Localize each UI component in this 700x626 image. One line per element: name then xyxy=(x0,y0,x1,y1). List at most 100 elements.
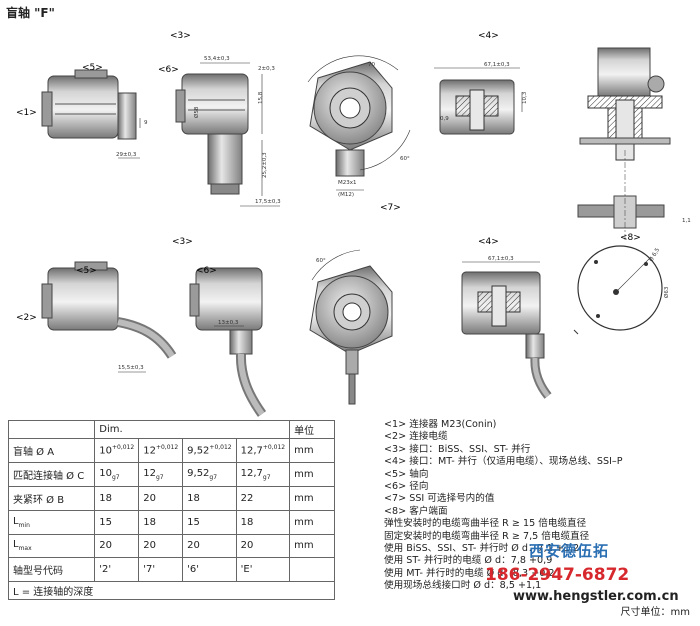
table-cell: '7' xyxy=(138,557,184,583)
dim-53-4: 53,4±0,3 xyxy=(204,56,230,62)
table-unit-cell: mm xyxy=(289,438,335,463)
dim-0-9: 0,9 xyxy=(440,116,449,122)
note-item: <6> 径向 xyxy=(384,481,429,493)
note-item: 弹性安装时的电缆弯曲半径 R ≥ 15 倍电缆直径 xyxy=(384,518,587,530)
encoder-front-cable-view xyxy=(309,249,393,405)
technical-drawings: <5> <1> <6> <3> <4> <7> <3> <4> <5> <6> … xyxy=(16,31,691,417)
note-item: 使用 MT- 并行时的电缆 Ø d：8,3 +0,2 xyxy=(384,567,555,579)
note-item: <8> 客户端面 xyxy=(384,505,448,517)
note-item: <2> 连接电缆 xyxy=(384,431,448,443)
dim-58: Ø58 xyxy=(193,106,200,118)
note-item: <1> 连接器 M23(Conin) xyxy=(384,419,497,430)
table-cell: 18 xyxy=(94,485,140,511)
dim-67-1-top: 67,1±0,3 xyxy=(484,62,510,68)
table-cell: 10+0,012 xyxy=(94,438,140,463)
view-label-3-bottom: <3> xyxy=(172,237,193,247)
view-label-5-top: <5> xyxy=(82,63,103,73)
unit-line: 尺寸单位：mm xyxy=(620,607,690,618)
table-header-unit: 单位 xyxy=(289,420,335,439)
table-cell: '6' xyxy=(182,557,237,583)
dim-6-5: Ø 6,5 xyxy=(648,246,662,263)
table-cell: 12g7 xyxy=(138,461,184,487)
table-cell: 18 xyxy=(138,509,184,535)
dim-1-1: 1,1 xyxy=(682,218,691,224)
table-cell: 20 xyxy=(138,533,184,559)
encoder-section-view-top xyxy=(434,67,523,135)
row-label: 匹配连接轴 Ø C xyxy=(7,461,96,487)
dim-67-1-bottom: 67,1±0,3 xyxy=(488,256,514,262)
dim-15-5: 15,5±0,3 xyxy=(118,365,144,371)
dim-15-8: 15,8 xyxy=(258,91,264,104)
table-unit-cell: mm xyxy=(289,485,335,511)
encoder-axial-top-view xyxy=(41,69,141,159)
view-label-8: <8> xyxy=(620,233,641,243)
dim-63: Ø63 xyxy=(663,286,670,298)
encoder-radial-top-view xyxy=(175,62,280,207)
table-cell: 20 xyxy=(182,533,237,559)
row-label: 轴型号代码 xyxy=(7,557,96,583)
table-unit-cell: mm xyxy=(289,509,335,535)
encoder-radial-cable-view xyxy=(189,267,267,417)
dim-17-5: 17,5±0,3 xyxy=(255,199,281,205)
row-label: Lmin xyxy=(7,509,96,535)
view-label-6-bottom: <6> xyxy=(196,266,217,276)
table-cell: 22 xyxy=(235,485,291,511)
note-item: <3> 接口：BiSS、SSI、ST- 并行 xyxy=(384,443,531,455)
view-label-4-bottom: <4> xyxy=(478,237,499,247)
view-label-7: <7> xyxy=(380,203,401,213)
table-cell: 15 xyxy=(182,509,237,535)
table-cell: 9,52+0,012 xyxy=(182,438,237,463)
table-cell: 20 xyxy=(94,533,140,559)
dim-m23: M23x1 xyxy=(338,180,357,186)
view-label-5-bottom: <5> xyxy=(76,266,97,276)
note-item: 使用 BiSS、SSI、ST- 并行时 Ø d：7,1 +1,2 xyxy=(384,543,580,555)
dim-10-3: 10,3 xyxy=(522,91,528,104)
table-cell: 12,7g7 xyxy=(235,461,291,487)
encoder-mounted-section xyxy=(577,47,671,240)
table-unit-cell xyxy=(289,557,335,583)
table-cell: '2' xyxy=(94,557,140,583)
table-header-dim: Dim. xyxy=(94,420,291,439)
table-footer-row: L = 连接轴的深度 xyxy=(8,581,335,600)
table-row: 轴型号代码'2''7''6''E' xyxy=(7,557,335,583)
page-title: 盲轴 "F" xyxy=(6,6,55,20)
view-label-4-top: <4> xyxy=(478,31,499,41)
dim-9: 9 xyxy=(144,120,148,126)
dim-13: 13±0,3 xyxy=(218,320,239,326)
dim-25-2: 25,2±0,3 xyxy=(262,152,268,178)
view-label-6-top: <6> xyxy=(158,65,179,75)
encoder-axial-cable-view xyxy=(41,261,177,373)
table-unit-cell: mm xyxy=(289,461,335,487)
encoder-section-cable-view xyxy=(461,261,552,399)
row-label: 盲轴 Ø A xyxy=(7,438,96,463)
note-item: <7> SSI 可选择号内的值 xyxy=(384,493,495,505)
table-cell: 10g7 xyxy=(94,461,140,487)
dim-60-bottom: 60° xyxy=(316,258,326,264)
view-label-3-top: <3> xyxy=(170,31,191,41)
table-cell: 18 xyxy=(235,509,291,535)
table-cell: 12,7+0,012 xyxy=(235,438,291,463)
note-item: 使用 ST- 并行时的电缆 Ø d：7,8 +0,9 xyxy=(384,555,553,567)
table-cell: 20 xyxy=(235,533,291,559)
note-item: <5> 轴向 xyxy=(384,468,429,480)
customer-face-view xyxy=(573,245,663,335)
table-cell: 'E' xyxy=(235,557,291,583)
dim-29: 29±0,3 xyxy=(116,152,137,158)
dim-m12: (M12) xyxy=(338,192,354,198)
view-label-1: <1> xyxy=(16,108,37,118)
table-cell: 15 xyxy=(94,509,140,535)
note-item: 使用现场总线接口时 Ø d：8,5 +1,1 xyxy=(384,580,542,592)
note-item: 固定安装时的电缆弯曲半径 R ≥ 7,5 倍电缆直径 xyxy=(384,530,590,542)
dim-60-top: 60° xyxy=(400,156,410,162)
table-cell: 18 xyxy=(182,485,237,511)
dim-2: 2±0,3 xyxy=(258,66,275,72)
view-label-2: <2> xyxy=(16,313,37,323)
encoder-front-view-top xyxy=(307,55,411,191)
